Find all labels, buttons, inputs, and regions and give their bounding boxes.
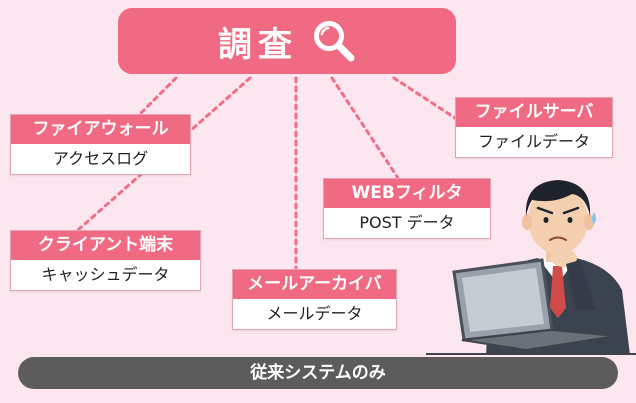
node-webfilter-head: WEBフィルタ xyxy=(324,179,490,208)
node-client-body: キャッシュデータ xyxy=(41,265,170,284)
magnifier-icon xyxy=(314,21,355,62)
node-firewall: ファイアウォール アクセスログ xyxy=(10,114,191,175)
node-client-head: クライアント端末 xyxy=(11,231,200,260)
node-mailarchiver-head: メールアーカイバ xyxy=(233,270,396,299)
node-webfilter-body: POST データ xyxy=(359,213,455,232)
node-fileserver-body: ファイルデータ xyxy=(477,132,590,151)
node-mailarchiver: メールアーカイバ メールデータ xyxy=(232,269,397,330)
node-fileserver-head: ファイルサーバ xyxy=(456,98,612,127)
node-mailarchiver-body: メールデータ xyxy=(266,304,363,323)
connector-firewall xyxy=(138,76,178,116)
node-fileserver: ファイルサーバ ファイルデータ xyxy=(455,97,613,158)
connector-webfilter xyxy=(330,76,400,180)
connector-client xyxy=(76,76,252,232)
title-box: 調査 xyxy=(118,8,456,74)
node-firewall-body: アクセスログ xyxy=(52,149,149,168)
node-firewall-head: ファイアウォール xyxy=(11,115,190,144)
node-webfilter: WEBフィルタ POST データ xyxy=(323,178,491,239)
node-client: クライアント端末 キャッシュデータ xyxy=(10,230,201,291)
connector-fileserver xyxy=(392,76,457,120)
worried-businessman-illustration xyxy=(426,180,636,355)
footer-bar: 従来システムのみ xyxy=(18,357,618,389)
title-text: 調査 xyxy=(218,24,298,65)
